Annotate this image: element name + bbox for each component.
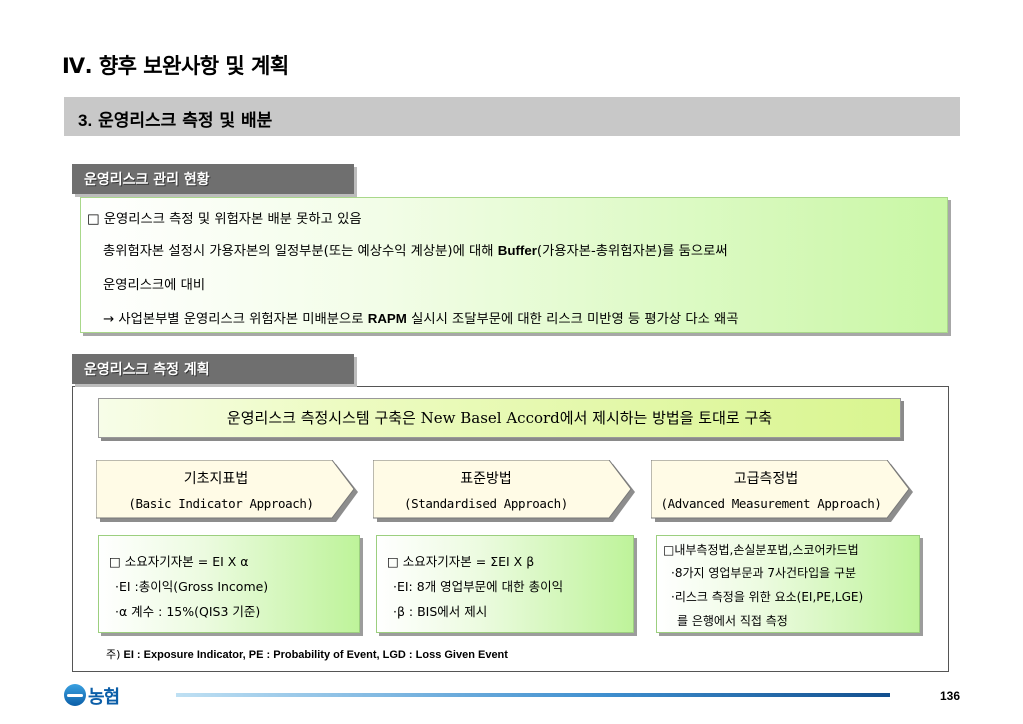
status-line-4-b: 실시시 조달부문에 대한 리스크 미반영 등 평가상 다소 왜곡 bbox=[406, 312, 739, 327]
approach-english: (Basic Indicator Approach) bbox=[128, 496, 314, 511]
plan-banner: 운영리스크 측정시스템 구축은 New Basel Accord에서 제시하는 … bbox=[98, 398, 901, 438]
approach-detail-basic: □ 소요자기자본 = EI X α ·EI :총이익(Gross Income)… bbox=[98, 535, 360, 633]
status-line-3: 운영리스크에 대비 bbox=[103, 278, 206, 293]
status-line-4: → 사업본부별 운영리스크 위험자본 미배분으로 RAPM 실시시 조달부문에 … bbox=[103, 308, 739, 327]
approach-name: 표준방법 bbox=[460, 471, 512, 487]
footnote: 주) EI : Exposure Indicator, PE : Probabi… bbox=[106, 646, 508, 662]
section-header-bar bbox=[64, 97, 960, 136]
approach-name: 기초지표법 bbox=[183, 471, 249, 487]
detail-line: □ 소요자기자본 = ΣEI X β bbox=[387, 554, 535, 569]
section-number: 3. bbox=[78, 111, 93, 130]
status-line-2-a: 총위험자본 설정시 가용자본의 일정부분(또는 예상수익 계상분)에 대해 bbox=[103, 244, 498, 259]
approach-arrow-advanced: 고급측정법 (Advanced Measurement Approach) bbox=[651, 460, 913, 522]
approach-arrow-standardised: 표준방법 (Standardised Approach) bbox=[373, 460, 635, 522]
arrow-shape bbox=[373, 460, 635, 522]
tab-measurement-plan-label: 운영리스크 측정 계획 bbox=[84, 362, 210, 378]
detail-line: ·α 계수 : 15%(QIS3 기준) bbox=[115, 604, 261, 619]
detail-line: ·EI: 8개 영업부문에 대한 총이익 bbox=[393, 579, 564, 594]
approach-english: (Advanced Measurement Approach) bbox=[660, 496, 882, 511]
arrow-shape bbox=[651, 460, 913, 522]
current-status-box: □ 운영리스크 측정 및 위험자본 배분 못하고 있음 총위험자본 설정시 가용… bbox=[80, 197, 948, 333]
footer-divider bbox=[176, 693, 890, 697]
status-line-2-bold: Buffer bbox=[497, 243, 537, 258]
tab-current-status-label: 운영리스크 관리 현황 bbox=[84, 172, 210, 188]
section-title-text: 운영리스크 측정 및 배분 bbox=[92, 111, 273, 131]
detail-line: ·리스크 측정을 위한 요소(EI,PE,LGE) bbox=[671, 590, 864, 604]
approach-detail-standardised: □ 소요자기자본 = ΣEI X β ·EI: 8개 영업부문에 대한 총이익 … bbox=[376, 535, 634, 633]
company-logo: 농협 bbox=[64, 682, 174, 708]
footnote-text: EI : Exposure Indicator, PE : Probabilit… bbox=[120, 649, 508, 661]
approach-arrow-basic: 기초지표법 (Basic Indicator Approach) bbox=[96, 460, 358, 522]
section-title: 3. 운영리스크 측정 및 배분 bbox=[78, 106, 272, 131]
detail-line: ·8가지 영업부문과 7사건타입을 구분 bbox=[671, 566, 857, 580]
status-line-4-bold: RAPM bbox=[367, 311, 407, 326]
status-bullet: □ 운영리스크 측정 및 위험자본 배분 못하고 있음 bbox=[87, 212, 362, 227]
detail-line: ·β : BIS에서 제시 bbox=[393, 604, 488, 619]
footnote-prefix: 주) bbox=[106, 648, 121, 661]
arrow-shape bbox=[96, 460, 358, 522]
approach-detail-advanced: □내부측정법,손실분포법,스코어카드법 ·8가지 영업부문과 7사건타입을 구분… bbox=[656, 535, 920, 633]
detail-line: □ 소요자기자본 = EI X α bbox=[109, 554, 249, 569]
status-line-2-b: (가용자본-총위험자본)를 둠으로써 bbox=[536, 244, 728, 259]
approach-english: (Standardised Approach) bbox=[404, 496, 568, 511]
approach-name: 고급측정법 bbox=[733, 471, 799, 487]
detail-line: ·EI :총이익(Gross Income) bbox=[115, 579, 269, 594]
tab-measurement-plan: 운영리스크 측정 계획 bbox=[72, 354, 354, 384]
logo-icon bbox=[64, 684, 86, 706]
page-title: Ⅳ. 향후 보완사항 및 계획 bbox=[62, 54, 289, 78]
logo-text: 농협 bbox=[88, 687, 120, 708]
page-number: 136 bbox=[940, 689, 961, 703]
status-line-2: 총위험자본 설정시 가용자본의 일정부분(또는 예상수익 계상분)에 대해 Bu… bbox=[103, 240, 728, 259]
status-line-4-a: → 사업본부별 운영리스크 위험자본 미배분으로 bbox=[103, 312, 368, 327]
tab-current-status: 운영리스크 관리 현황 bbox=[72, 164, 354, 194]
detail-line: 를 은행에서 직접 측정 bbox=[677, 614, 788, 628]
detail-line: □내부측정법,손실분포법,스코어카드법 bbox=[663, 543, 859, 557]
